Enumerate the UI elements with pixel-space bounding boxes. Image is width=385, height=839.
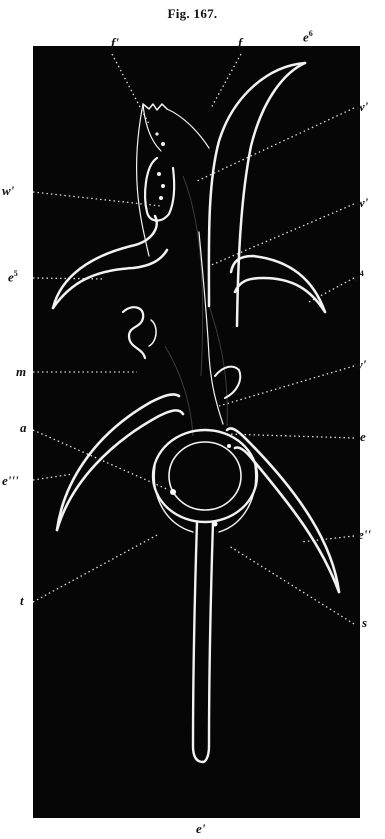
label-s: s bbox=[362, 616, 367, 629]
label-e-double-prime: e'' bbox=[358, 528, 371, 541]
label-e6: e6 bbox=[303, 30, 313, 43]
plate-background bbox=[33, 46, 360, 818]
label-e4: e4 bbox=[354, 270, 364, 283]
label-w-prime-right-mid: w' bbox=[356, 196, 368, 209]
label-w-prime-right-top: w' bbox=[356, 100, 368, 113]
label-e5: e5 bbox=[8, 270, 18, 283]
label-w-prime-left: w' bbox=[2, 184, 14, 197]
label-m: m bbox=[16, 365, 26, 378]
label-f: f bbox=[238, 36, 242, 49]
label-e-right: e bbox=[360, 430, 366, 443]
label-w-prime-right-low: w' bbox=[354, 358, 366, 371]
label-e-prime-bottom: e' bbox=[196, 822, 205, 835]
label-f-prime: f' bbox=[111, 36, 119, 49]
label-e-triple-prime: e''' bbox=[2, 474, 19, 487]
specimen-plate bbox=[33, 46, 360, 818]
label-t: t bbox=[20, 594, 24, 607]
figure-caption: Fig. 167. bbox=[0, 6, 385, 22]
label-a: a bbox=[20, 421, 27, 434]
